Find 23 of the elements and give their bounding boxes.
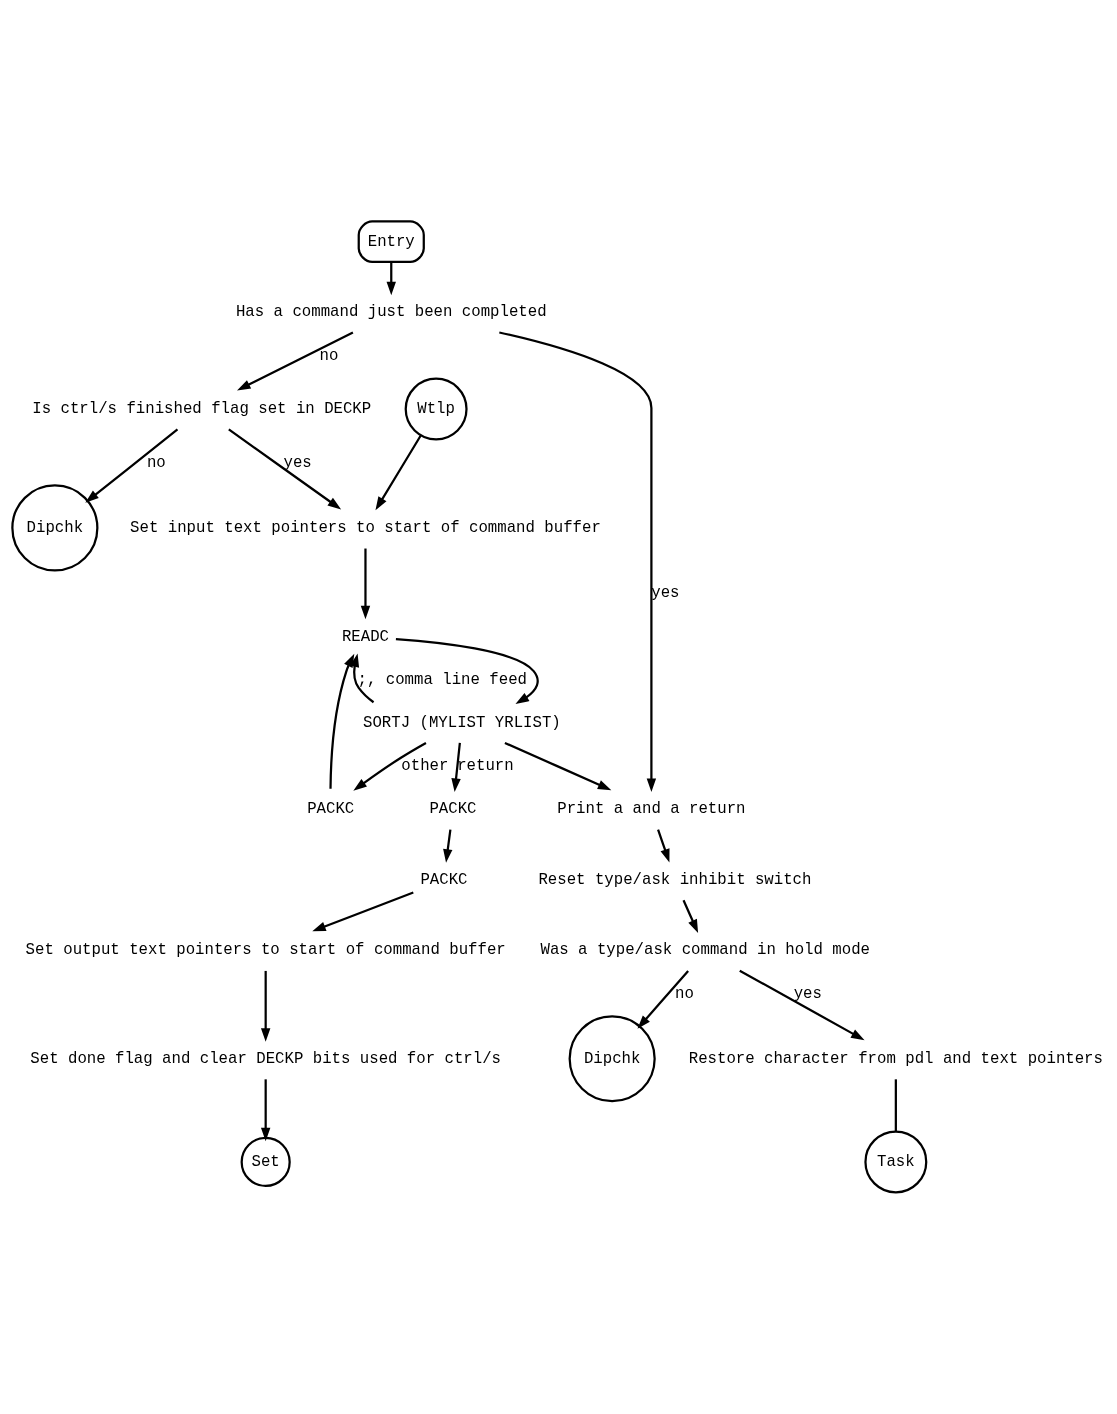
edge-label: no [146, 453, 166, 472]
node-text: SORTJ (MYLIST YRLIST) [363, 713, 561, 732]
node-text: PACKC [429, 800, 477, 819]
node-text: Has a command just been completed [235, 303, 547, 322]
node-text: PACKC [420, 870, 468, 889]
node-text: Reset type/ask inhibit switch [538, 870, 812, 889]
node-text: Is ctrl/s finished flag set in DECKP [32, 400, 372, 419]
node-text: Set output text pointers to start of command buffer [25, 941, 506, 960]
node-text: Set done flag and clear DECKP bits used for ctrl/s [30, 1049, 502, 1068]
node-text: Print a and a return [557, 800, 746, 819]
edge-label: ;, comma line feed [357, 670, 527, 689]
node-text: Restore character from pdl and text pointers [688, 1049, 1103, 1068]
node-text: READC [341, 627, 390, 646]
edge-label: no [319, 346, 339, 365]
node-text: Was a type/ask command in hold mode [540, 941, 870, 960]
edge-label: return [457, 757, 514, 776]
edge-label: yes [651, 584, 680, 603]
node-text: Set input text pointers to start of command buffer [130, 519, 601, 538]
edge-label: yes [793, 984, 822, 1003]
edge-label: no [675, 984, 694, 1003]
node-text: PACKC [307, 800, 355, 819]
edge-label: yes [283, 453, 312, 472]
edge-label: other [401, 757, 449, 776]
